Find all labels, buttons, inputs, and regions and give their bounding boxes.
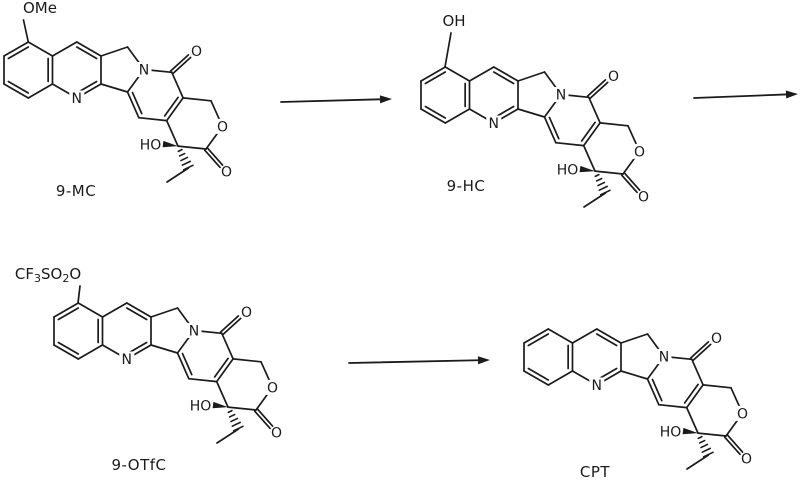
atom-label-quinoline_nitrogen: N <box>72 91 82 107</box>
atom-label-mask <box>735 405 750 421</box>
arrowhead <box>477 356 490 365</box>
hashed-wedge-ethyl <box>227 409 244 432</box>
wedge-bond-hydroxyl <box>579 165 595 173</box>
atom-label-lactone_ring_oxygen: O <box>634 144 645 160</box>
atom-label-mask <box>656 349 672 364</box>
structure-9-OTfC: N N O O O HO <box>53 302 282 444</box>
atom-label-quinoline_nitrogen: N <box>592 378 602 394</box>
structure-9-MC: N N O O O HO <box>3 41 232 183</box>
substituent-group: OH <box>442 12 466 68</box>
atom-label-lactone_carbonyl_oxygen: O <box>741 452 752 468</box>
hashed-wedge-ethyl <box>697 435 714 458</box>
bond-skeleton <box>523 328 744 470</box>
atom-label-lactam_nitrogen: N <box>139 63 149 79</box>
atom-label-lactam_carbonyl_oxygen: O <box>191 44 202 60</box>
atom-label-lactone_ring_oxygen: O <box>737 406 748 422</box>
atom-label-mask <box>265 379 280 395</box>
atom-label-lactam_nitrogen: N <box>556 88 566 104</box>
atom-label-mask <box>553 87 569 102</box>
substituent-label: OMe <box>23 0 57 17</box>
atom-label-quinoline_nitrogen: N <box>489 116 499 132</box>
arrowhead <box>379 95 392 104</box>
atom-label-hydroxyl_group: HO <box>190 399 212 415</box>
reaction-arrow <box>348 356 490 365</box>
structure-name-label: CPT <box>580 463 611 481</box>
hashed-wedge-ethyl <box>177 148 194 171</box>
atom-label-lactone_carbonyl_oxygen: O <box>271 426 282 442</box>
atom-label-lactone_carbonyl_oxygen: O <box>221 165 232 181</box>
atom-label-lactam_carbonyl_oxygen: O <box>608 69 619 85</box>
structure-name-label: 9-MC <box>56 182 96 200</box>
atom-label-mask <box>69 90 85 106</box>
hashed-wedge-ethyl <box>594 173 611 196</box>
substituent-label: OH <box>442 12 465 30</box>
atom-label-hydroxyl_group: HO <box>557 163 579 179</box>
atom-label-mask <box>589 377 605 393</box>
atom-label-mask <box>136 62 152 77</box>
atom-label-lactam_nitrogen: N <box>189 324 199 340</box>
atom-label-lactam_carbonyl_oxygen: O <box>241 305 252 321</box>
atom-label-mask <box>215 118 230 134</box>
atom-label-lactone_ring_oxygen: O <box>217 119 228 135</box>
structure-9-HC: N N O O O HO <box>420 66 649 208</box>
arrowhead <box>785 90 798 99</box>
atom-label-hydroxyl_group: HO <box>140 138 162 154</box>
atom-label-hydroxyl_group: HO <box>660 425 682 441</box>
wedge-bond-hydroxyl <box>682 427 698 435</box>
atom-label-mask <box>486 115 502 131</box>
atom-label-lactam_carbonyl_oxygen: O <box>711 331 722 347</box>
atom-label-lactam_nitrogen: N <box>659 350 669 366</box>
substituent-group: CF3SO2O <box>15 265 81 304</box>
wedge-bond-hydroxyl <box>212 401 228 409</box>
atom-label-mask <box>632 143 647 159</box>
atom-label-quinoline_nitrogen: N <box>122 352 132 368</box>
atom-label-mask <box>186 323 202 338</box>
reaction-arrow <box>280 95 392 104</box>
bond-skeleton <box>53 302 274 444</box>
substituent-label: CF3SO2O <box>15 265 81 285</box>
atom-label-lactone_carbonyl_oxygen: O <box>638 190 649 206</box>
structure-CPT: N N O O O HO <box>523 328 752 470</box>
bond-skeleton <box>420 66 641 208</box>
reaction-arrow <box>693 90 798 99</box>
structure-name-label: 9-OTfC <box>111 456 166 474</box>
atom-label-lactone_ring_oxygen: O <box>267 380 278 396</box>
wedge-bond-hydroxyl <box>162 140 178 148</box>
structure-name-label: 9-HC <box>447 177 486 195</box>
substituent-group: OMe <box>22 0 57 43</box>
atom-label-mask <box>119 351 135 367</box>
